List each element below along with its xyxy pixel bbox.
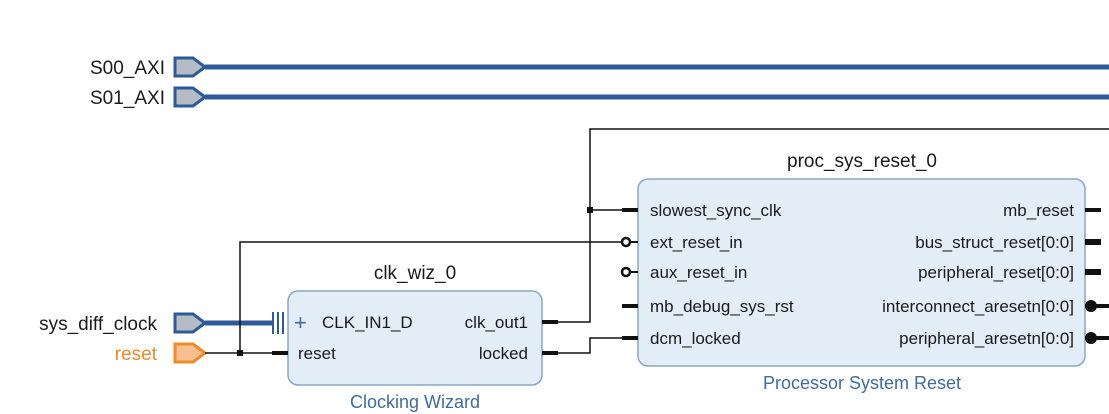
port-label-s00-axi: S00_AXI: [90, 58, 165, 79]
bus-port-icon: [173, 86, 208, 108]
pin-ext-reset-in[interactable]: ext_reset_in: [650, 233, 743, 252]
external-port-reset[interactable]: reset: [115, 342, 208, 365]
nets: [205, 128, 1109, 354]
active-low-pin-icon: [1085, 332, 1097, 344]
pin-bus-struct-reset[interactable]: bus_struct_reset[0:0]: [915, 233, 1074, 252]
active-low-pin-icon: [620, 266, 632, 278]
axi-bus-nets: [205, 64, 1109, 100]
external-port-s00-axi[interactable]: S00_AXI: [90, 56, 208, 79]
clk-out1-net[interactable]: [558, 209, 622, 323]
pin-mb-reset[interactable]: mb_reset: [1003, 201, 1074, 220]
external-port-s01-axi[interactable]: S01_AXI: [90, 86, 208, 109]
pin-dcm-locked[interactable]: dcm_locked: [650, 329, 741, 348]
port-label-sys-diff-clock: sys_diff_clock: [39, 314, 157, 335]
pin-peripheral-aresetn[interactable]: peripheral_aresetn[0:0]: [899, 329, 1074, 348]
junction-dot: [237, 350, 243, 356]
pin-interconnect-aresetn[interactable]: interconnect_aresetn[0:0]: [882, 297, 1074, 316]
block-instance-name: proc_sys_reset_0: [787, 151, 937, 172]
active-low-pin-icon: [620, 236, 632, 248]
bus-port-icon: [173, 56, 208, 78]
diff-clock-interface-icon: [272, 312, 284, 334]
pin-reset[interactable]: reset: [298, 344, 336, 363]
block-subtitle: Processor System Reset: [763, 373, 961, 393]
active-low-pin-icon: [1085, 300, 1097, 312]
expand-interface-icon[interactable]: +: [294, 310, 307, 335]
clk-out1-branch-net[interactable]: [589, 128, 1109, 210]
proc-sys-reset-block[interactable]: proc_sys_reset_0 Processor System Reset …: [620, 151, 1109, 393]
pin-locked[interactable]: locked: [479, 344, 528, 363]
locked-net[interactable]: [558, 337, 622, 354]
port-label-reset: reset: [115, 344, 158, 365]
block-body: [287, 290, 543, 386]
clk-wiz-block[interactable]: clk_wiz_0 Clocking Wizard + CLK_IN1_D re…: [272, 263, 558, 412]
pin-mb-debug-sys-rst[interactable]: mb_debug_sys_rst: [650, 297, 794, 316]
pin-aux-reset-in[interactable]: aux_reset_in: [650, 263, 747, 282]
pin-slowest-sync-clk[interactable]: slowest_sync_clk: [650, 201, 782, 220]
junction-dot: [587, 207, 593, 213]
bus-port-icon: [173, 312, 208, 334]
pin-clk-in1-d[interactable]: CLK_IN1_D: [322, 313, 413, 332]
port-label-s01-axi: S01_AXI: [90, 88, 165, 109]
pin-peripheral-reset[interactable]: peripheral_reset[0:0]: [918, 263, 1074, 282]
block-instance-name: clk_wiz_0: [374, 263, 456, 284]
reset-to-ext-reset-in-net[interactable]: [239, 241, 622, 353]
reset-port-icon: [173, 342, 208, 364]
block-subtitle: Clocking Wizard: [350, 392, 480, 412]
pin-clk-out1[interactable]: clk_out1: [465, 313, 528, 332]
external-port-sys-diff-clock[interactable]: sys_diff_clock: [39, 312, 284, 335]
